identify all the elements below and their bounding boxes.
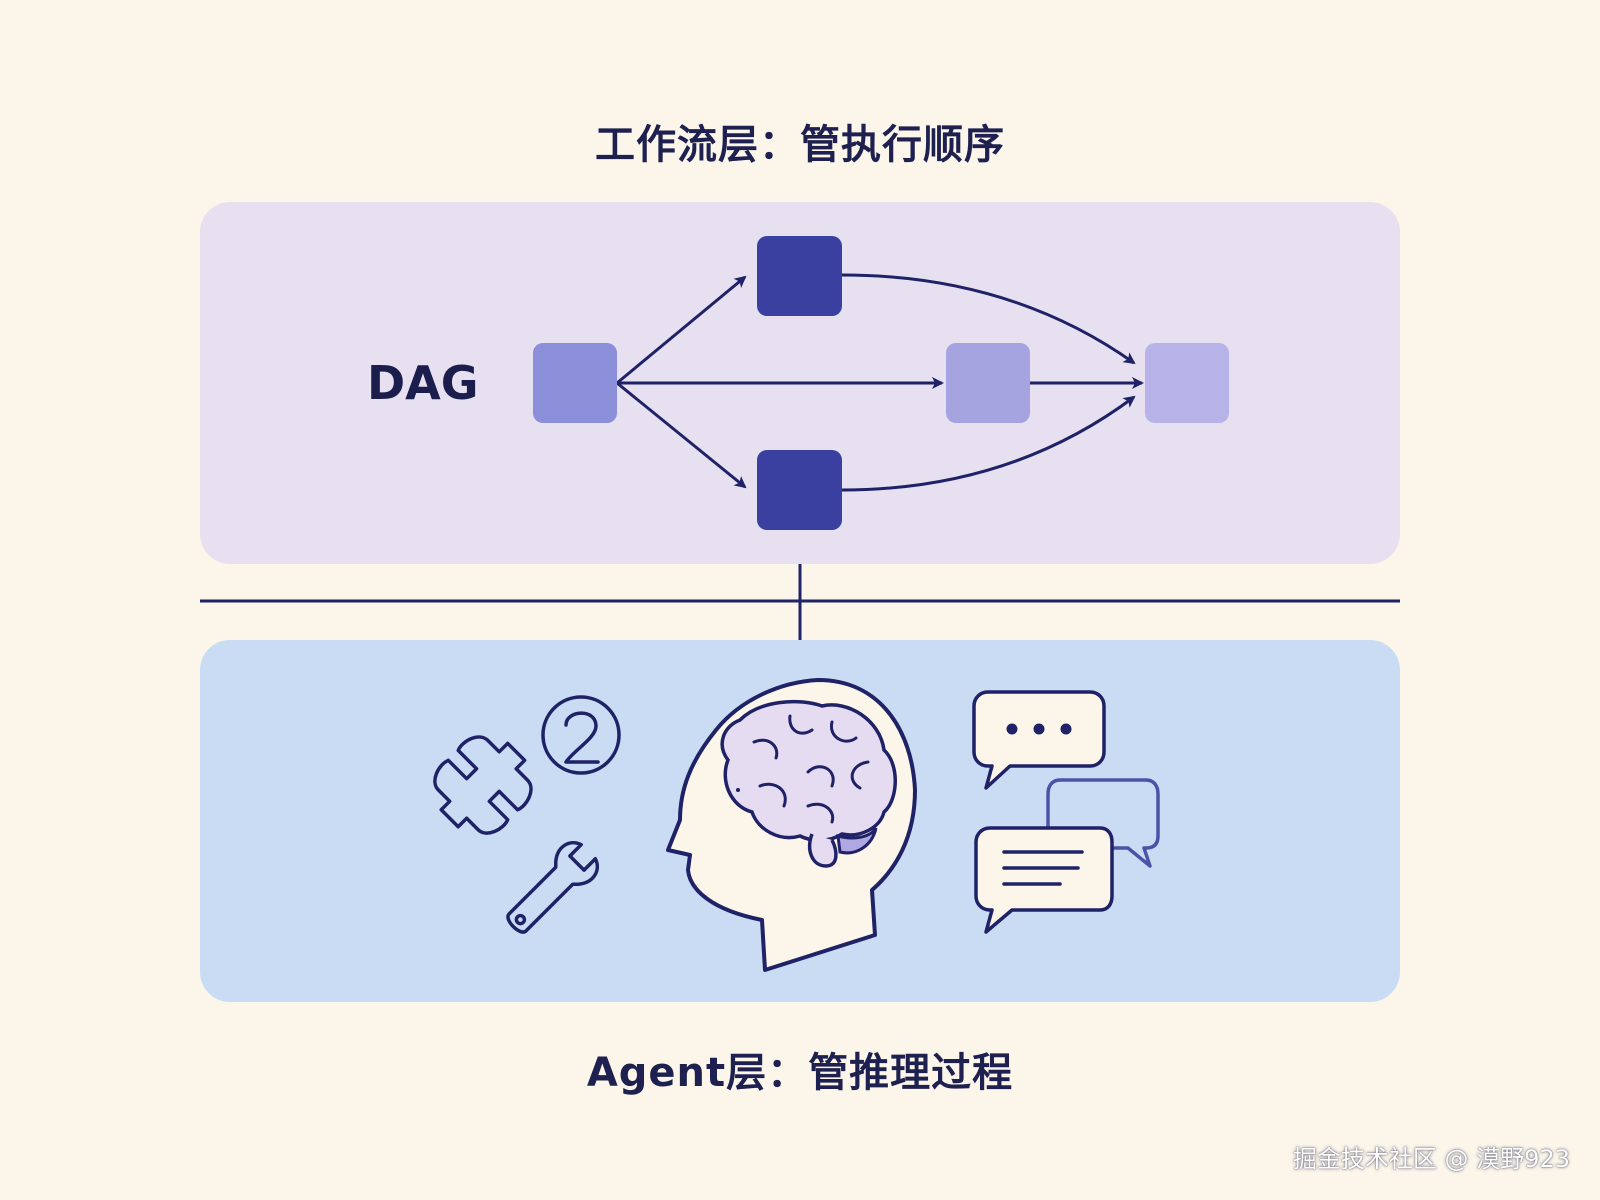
workflow-layer-title: 工作流层：管执行顺序 bbox=[595, 122, 1005, 168]
agent-layer-title: Agent层：管推理过程 bbox=[586, 1050, 1014, 1096]
number-two-icon bbox=[541, 695, 621, 775]
dag-node-middle bbox=[946, 343, 1030, 423]
dag-edge-start-to-bottom bbox=[616, 381, 747, 489]
wrench-icon bbox=[433, 735, 533, 835]
chat-bubbles-icon bbox=[974, 778, 1160, 934]
dag-node-top bbox=[757, 236, 842, 316]
wrench-icon bbox=[506, 840, 600, 934]
dag-nodes bbox=[533, 236, 1229, 530]
dag-node-start bbox=[533, 343, 617, 423]
dag-node-bottom bbox=[757, 450, 842, 530]
watermark: 掘金技术社区 @ 漠野923 bbox=[1292, 1145, 1570, 1173]
typing-chat-bubble-icon bbox=[972, 690, 1106, 790]
brain-head-icon bbox=[666, 678, 917, 972]
dag-node-end bbox=[1145, 343, 1229, 423]
dag-edges bbox=[616, 273, 1144, 492]
dag-edge-start-to-top bbox=[616, 275, 747, 385]
dag-edge-top-to-end bbox=[841, 273, 1136, 365]
dag-label: DAG bbox=[367, 356, 479, 410]
dag-edge-bottom-to-end bbox=[841, 395, 1136, 492]
layer-divider bbox=[200, 564, 1400, 640]
